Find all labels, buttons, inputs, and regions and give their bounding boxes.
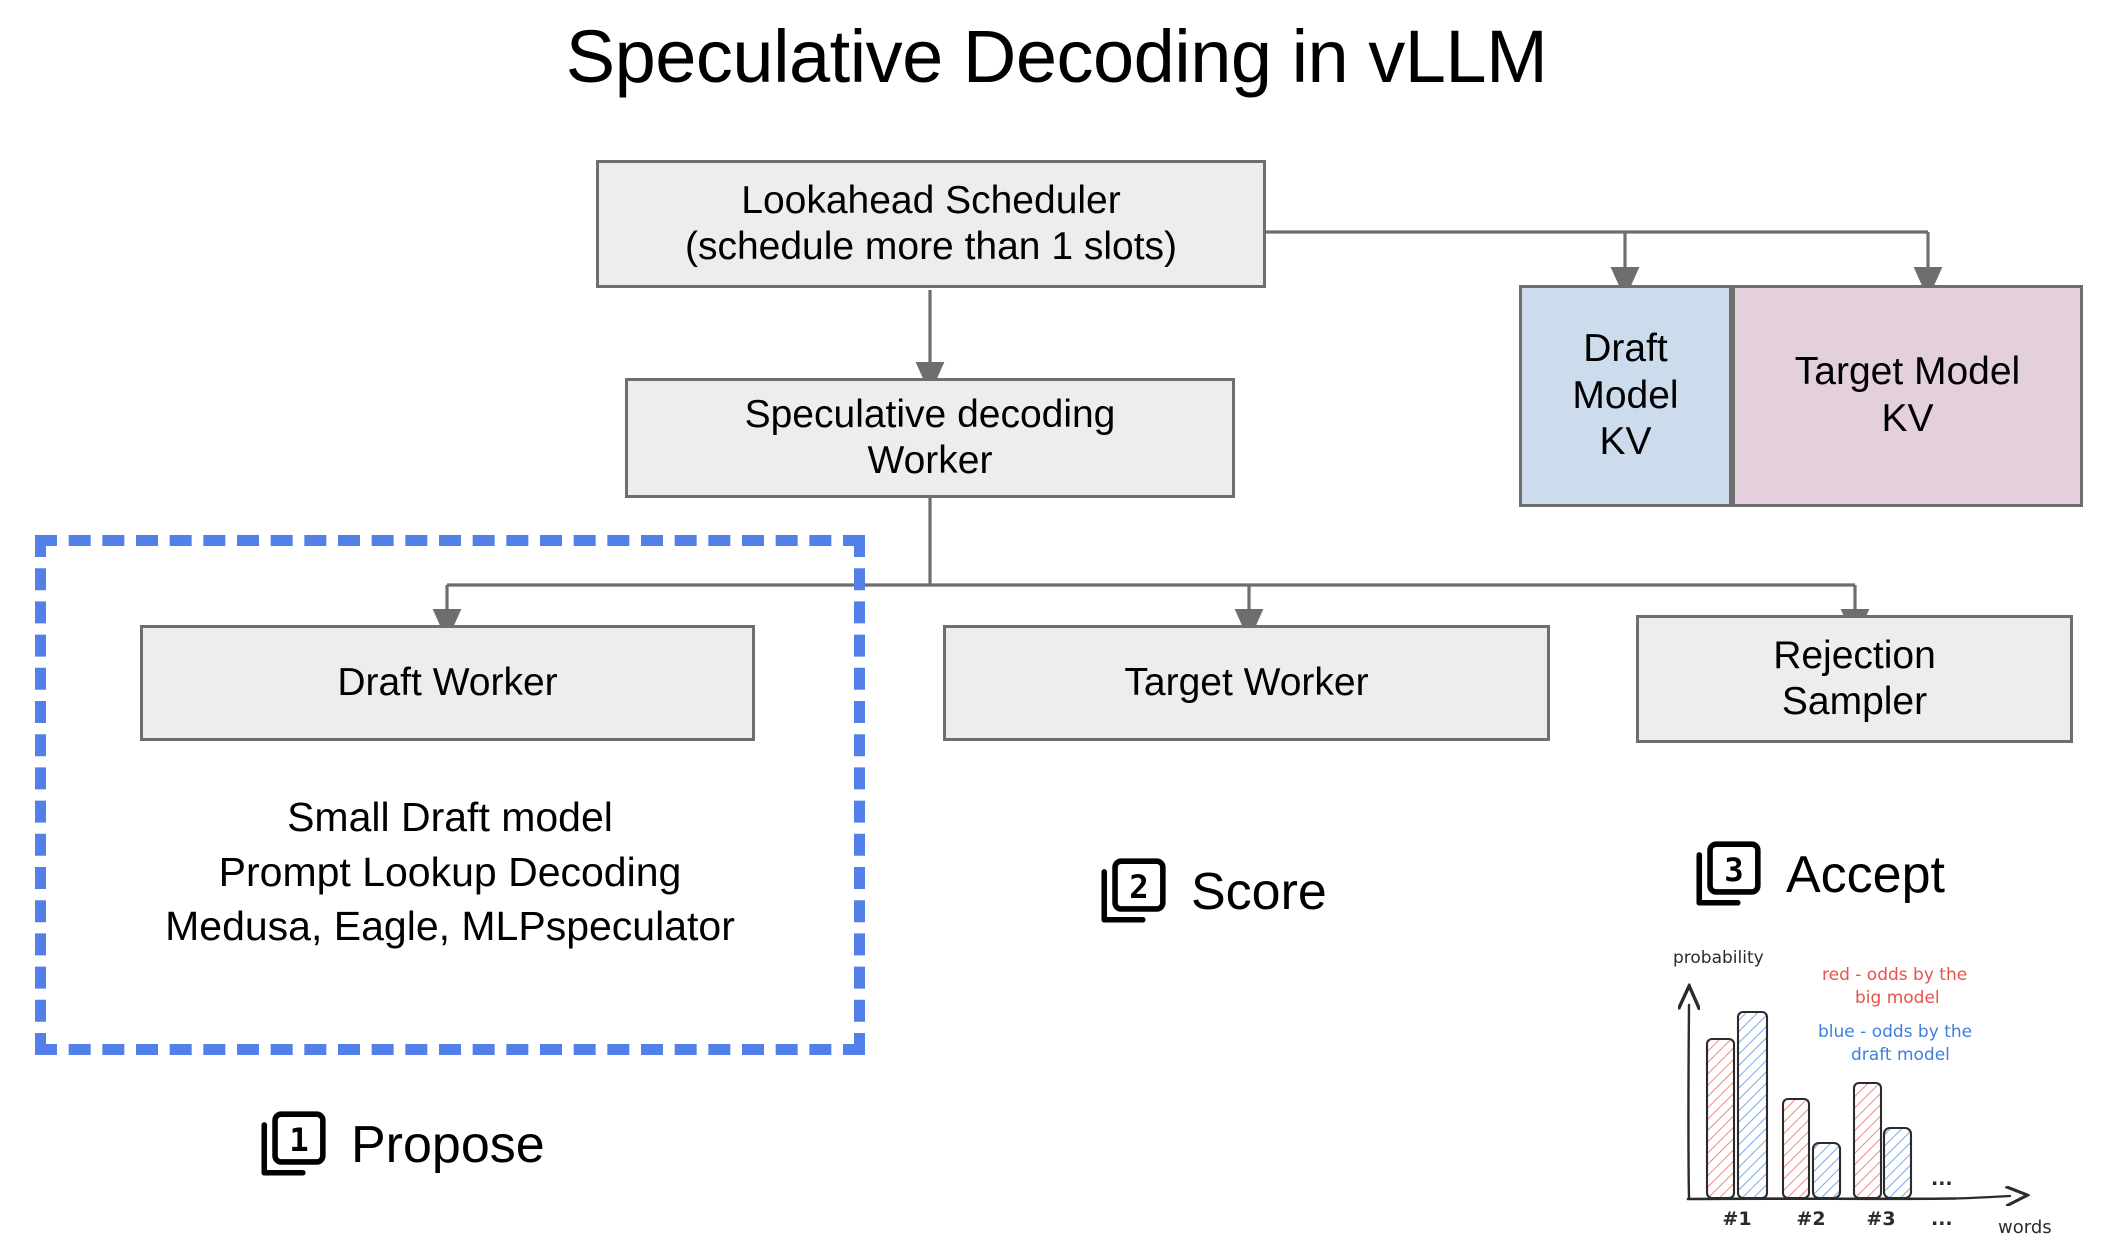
node-label: Draft Worker <box>337 660 558 704</box>
node-label: Rejection Sampler <box>1773 633 1936 723</box>
chart-legend-red-line1: red - odds by the <box>1822 965 1967 985</box>
step-number: 2 <box>1129 868 1148 906</box>
probability-bar-chart: probability #1 #2 #3 ... ... words <box>1673 948 2052 1238</box>
chart-ylabel: probability <box>1673 948 1764 968</box>
node-target-worker[interactable]: Target Worker <box>943 625 1550 741</box>
chart-legend-blue-line2: draft model <box>1851 1045 1950 1065</box>
node-lookahead-scheduler[interactable]: Lookahead Scheduler (schedule more than … <box>596 160 1266 288</box>
propose-region-outline <box>35 535 865 1055</box>
node-label: Target Model KV <box>1794 350 2021 440</box>
node-label: Speculative decoding Worker <box>744 392 1116 482</box>
node-label: Target Worker <box>1124 660 1369 704</box>
step-score: 2 Score <box>1095 855 1327 929</box>
step-accept: 3 Accept <box>1690 838 1945 912</box>
node-rejection-sampler[interactable]: Rejection Sampler <box>1636 615 2073 743</box>
node-label: Lookahead Scheduler (schedule more than … <box>684 178 1178 268</box>
draft-worker-notes: Small Draft model Prompt Lookup Decoding… <box>165 794 735 950</box>
node-draft-model-kv[interactable]: Draft Model KV <box>1519 285 1732 507</box>
chart-bar-group-2: #2 <box>1781 1097 1842 1230</box>
step-label: Score <box>1191 863 1327 921</box>
chart-legend-blue-line1: blue - odds by the <box>1818 1022 1972 1042</box>
step-number: 1 <box>289 1121 308 1159</box>
stacked-squares-three-icon: 3 <box>1696 841 1761 906</box>
node-target-model-kv[interactable]: Target Model KV <box>1732 285 2083 507</box>
chart-xtick-1: #1 <box>1722 1208 1751 1230</box>
node-speculative-decoding-worker[interactable]: Speculative decoding Worker <box>625 378 1235 498</box>
chart-ellipsis-lower: ... <box>1931 1208 1953 1230</box>
chart-ellipsis-upper: ... <box>1931 1168 1953 1190</box>
chart-bar-group-3: #3 <box>1852 1081 1913 1230</box>
chart-legend-red-line2: big model <box>1855 988 1940 1008</box>
chart-xtick-2: #2 <box>1796 1208 1825 1230</box>
page-title: Speculative Decoding in vLLM <box>565 15 1548 98</box>
chart-xtick-3: #3 <box>1866 1208 1895 1230</box>
step-propose: 1 Propose <box>255 1108 545 1182</box>
node-draft-worker[interactable]: Draft Worker <box>140 625 755 741</box>
chart-bar-group-1: #1 <box>1705 1010 1769 1230</box>
chart-y-axis <box>1688 1005 1689 1200</box>
step-label: Propose <box>351 1116 545 1174</box>
chart-xlabel: words <box>1998 1217 2052 1238</box>
node-label: Draft Model KV <box>1572 326 1679 464</box>
stacked-squares-one-icon: 1 <box>261 1111 326 1176</box>
step-number: 3 <box>1724 851 1743 889</box>
step-label: Accept <box>1786 846 1945 904</box>
stacked-squares-two-icon: 2 <box>1101 858 1166 923</box>
